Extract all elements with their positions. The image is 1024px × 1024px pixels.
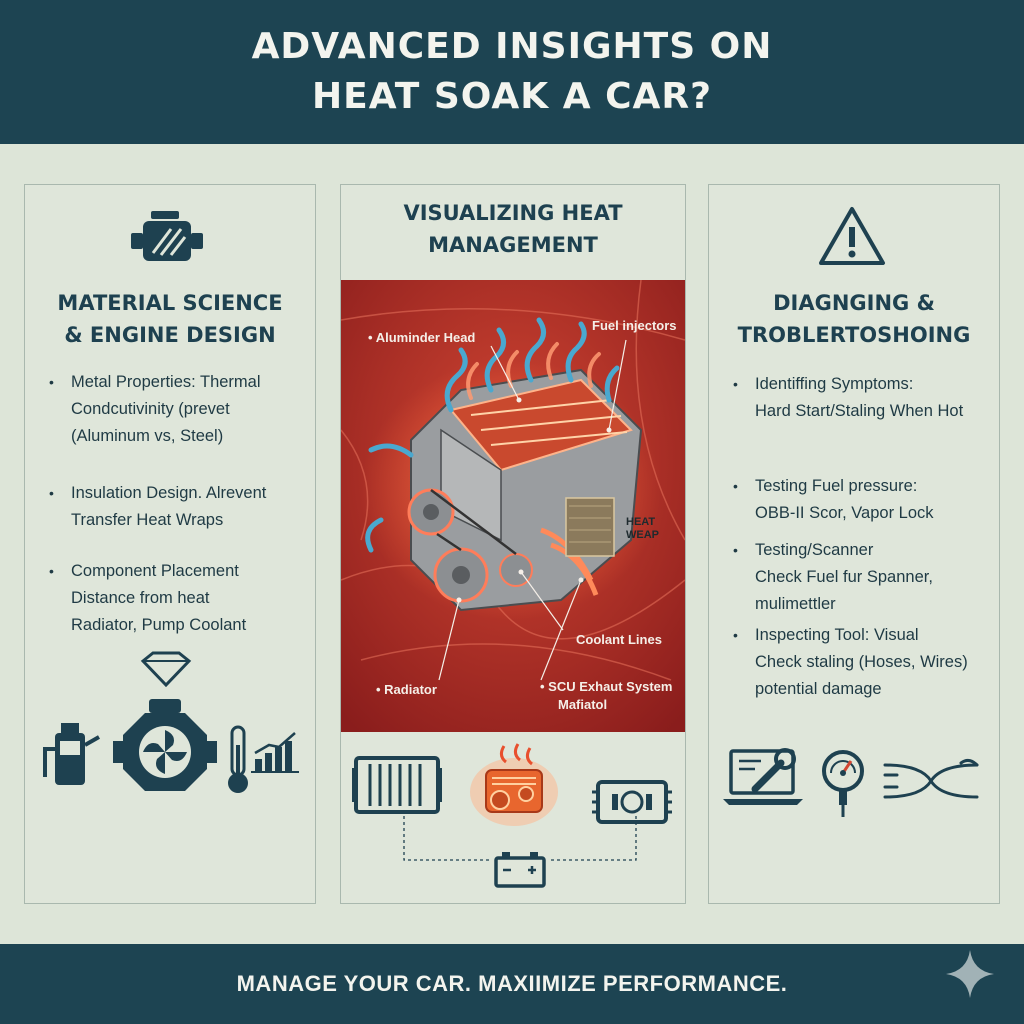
laptop-wrench-icon xyxy=(723,748,803,805)
material-science-panel: MATERIAL SCIENCE & ENGINE DESIGN Metal P… xyxy=(24,184,316,904)
engine-heat-illustration xyxy=(341,280,685,732)
battery-icon xyxy=(494,852,546,888)
warning-icon xyxy=(819,207,885,265)
exhaust-system-label: • SCU Exhaut System Mafiatol xyxy=(540,679,673,712)
middle-panel-title: VISUALIZING HEAT MANAGEMENT xyxy=(403,201,623,257)
list-item: Metal Properties: ThermalCondcutivinity … xyxy=(47,369,309,450)
wires-icon xyxy=(883,758,979,799)
fuel-can-icon xyxy=(43,723,100,785)
coolant-lines-label: Coolant Lines xyxy=(576,632,662,647)
page-footer: MANAGE YOUR CAR. MAXIIMIZE PERFORMANCE. xyxy=(0,944,1024,1024)
wiring-connector-lines xyxy=(403,816,637,861)
sparkle-icon xyxy=(946,950,994,998)
footer-tagline: MANAGE YOUR CAR. MAXIIMIZE PERFORMANCE. xyxy=(236,971,788,996)
ecu-icon xyxy=(592,780,672,824)
diagnosing-panel: DIAGNGING & TROBLERTOSHOING Identiffing … xyxy=(708,184,1000,904)
right-bullet-list: Identiffing Symptoms:Hard Start/Staling … xyxy=(731,371,999,703)
list-item: Testing Fuel pressure:OBB-II Scor, Vapor… xyxy=(731,473,999,527)
right-panel-title: DIAGNGING & TROBLERTOSHOING xyxy=(737,291,971,347)
radiator-label: • Radiator xyxy=(376,682,437,697)
header-title-line1: ADVANCED INSIGHTS ON xyxy=(251,26,773,67)
radiator-icon xyxy=(352,756,442,814)
engine-block-icon xyxy=(131,211,203,261)
list-item: Identiffing Symptoms:Hard Start/Staling … xyxy=(731,371,999,425)
page-header: ADVANCED INSIGHTS ON HEAT SOAK A CAR? xyxy=(0,0,1024,144)
gauge-icon xyxy=(822,750,864,817)
turbo-fan-icon xyxy=(113,699,217,791)
header-title-line2: HEAT SOAK A CAR? xyxy=(311,76,712,117)
fuel-injectors-label: Fuel injectors xyxy=(592,318,677,333)
aluminum-head-label: • Aluminder Head xyxy=(368,330,476,345)
hot-engine-icon xyxy=(470,743,558,826)
gem-icon xyxy=(140,651,192,687)
bar-chart-icon xyxy=(251,732,299,773)
left-panel-title: MATERIAL SCIENCE & ENGINE DESIGN xyxy=(57,291,283,347)
left-bullet-list: Metal Properties: ThermalCondcutivinity … xyxy=(47,369,309,639)
thermometer-icon xyxy=(228,725,248,793)
